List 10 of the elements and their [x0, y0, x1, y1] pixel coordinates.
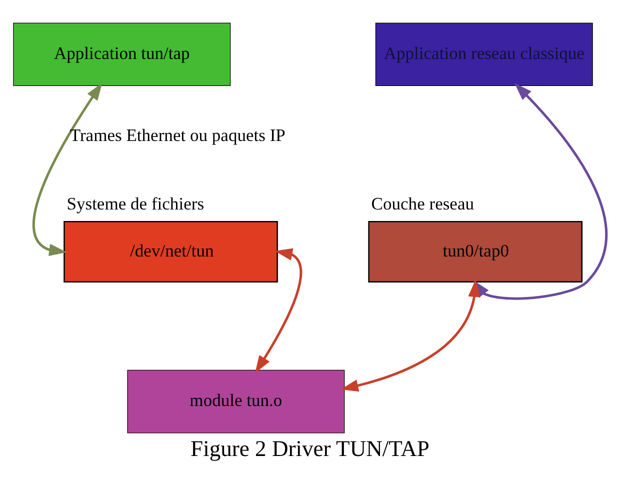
- arrow: [32, 82, 102, 256]
- edge-label: Trames Ethernet ou paquets IP: [70, 125, 286, 146]
- node-box: Application reseau classique: [375, 22, 593, 86]
- caption: Figure 2 Driver TUN/TAP: [190, 436, 430, 461]
- node-label: Systeme de fichiers: [66, 193, 204, 214]
- node-box: module tun.o: [127, 370, 345, 434]
- node-box: Application tun/tap: [13, 22, 231, 86]
- node-label: Couche reseau: [371, 193, 474, 214]
- arrow: [255, 248, 302, 374]
- arrow: [340, 279, 480, 392]
